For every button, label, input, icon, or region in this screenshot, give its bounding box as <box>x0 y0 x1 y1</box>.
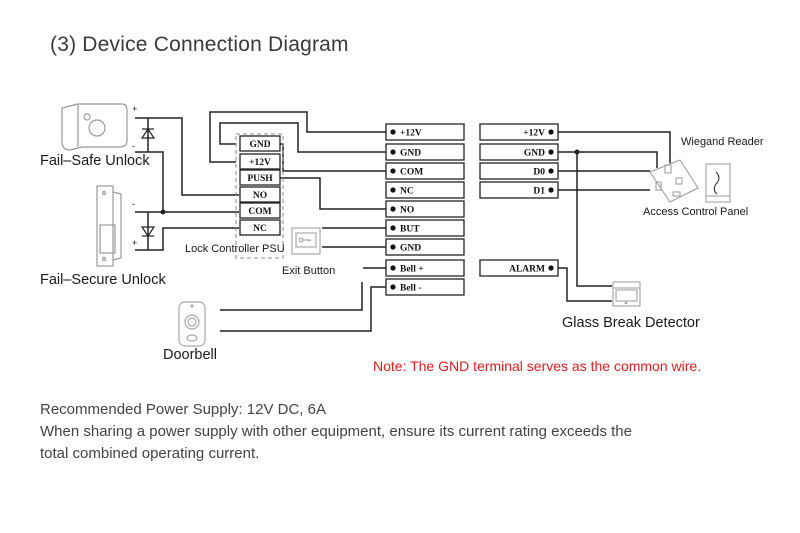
controller-terminal-gnd: GND <box>479 143 559 161</box>
junction-dot <box>160 209 166 215</box>
terminal-label: NO <box>253 191 267 201</box>
controller-terminal-com: COM <box>385 162 465 180</box>
wires <box>135 111 671 332</box>
terminal-label: NO <box>400 206 414 216</box>
polarity-plus: + <box>132 104 137 114</box>
terminal-label: GND <box>249 140 270 150</box>
controller-terminal-bell-plus: Bell + <box>385 259 465 277</box>
controller-terminal-plus12v: +12V <box>479 123 559 141</box>
controller-terminal-no: NO <box>385 200 465 218</box>
terminal-dot <box>548 149 554 155</box>
terminal-dot <box>548 187 554 193</box>
fail-secure-lock-icon <box>96 185 122 267</box>
doorbell-icon <box>178 301 206 347</box>
controller-terminal-plus12v: +12V <box>385 123 465 141</box>
power-sharing-info-cont: total combined operating current. <box>40 445 260 462</box>
terminal-dot <box>390 129 396 135</box>
controller-terminal-gnd: GND <box>385 238 465 256</box>
terminal-label: D0 <box>533 168 545 178</box>
controller-terminal-d0: D0 <box>479 162 559 180</box>
terminal-dot <box>390 149 396 155</box>
psu-terminal-gnd: GND <box>239 135 281 152</box>
terminal-dot <box>548 265 554 271</box>
terminal-label: D1 <box>533 187 545 197</box>
terminal-label: NC <box>400 187 414 197</box>
psu-terminal-no: NO <box>239 186 281 203</box>
controller-terminal-gnd: GND <box>385 143 465 161</box>
terminal-label: COM <box>248 207 271 217</box>
polarity-plus: + <box>132 238 137 248</box>
controller-left-terminal-block: +12V GND COM NC NO BUT GND Bell + Bell - <box>385 123 465 296</box>
exit-button-label: Exit Button <box>282 265 336 277</box>
terminal-dot <box>390 225 396 231</box>
fail-secure-lock-label: Fail–Secure Unlock <box>40 272 166 288</box>
terminal-label: GND <box>524 149 545 159</box>
terminal-dot <box>390 187 396 193</box>
controller-terminal-but: BUT <box>385 219 465 237</box>
terminal-label: NC <box>253 224 267 234</box>
polarity-minus: - <box>132 199 135 209</box>
controller-terminal-nc: NC <box>385 181 465 199</box>
terminal-label: +12V <box>523 129 545 139</box>
psu-terminal-push: PUSH <box>239 169 281 186</box>
terminal-dot <box>548 129 554 135</box>
terminal-dot <box>548 168 554 174</box>
polarity-minus: - <box>132 141 135 151</box>
lock-controller-psu-label: Lock Controller PSU <box>185 243 285 255</box>
terminal-dot <box>390 168 396 174</box>
terminal-label: Bell - <box>400 284 421 294</box>
terminal-label: ALARM <box>509 265 545 275</box>
junction-dot <box>574 149 580 155</box>
diode-icon <box>140 127 156 238</box>
controller-terminal-d1: D1 <box>479 181 559 199</box>
doorbell-label: Doorbell <box>163 347 217 363</box>
terminal-label: COM <box>400 168 423 178</box>
access-control-panel-label: Access Control Panel <box>643 206 749 218</box>
glass-break-detector-label: Glass Break Detector <box>562 315 700 331</box>
terminal-label: Bell + <box>400 265 424 275</box>
gnd-note: Note: The GND terminal serves as the com… <box>373 358 702 374</box>
power-sharing-info: When sharing a power supply with other e… <box>40 423 632 440</box>
controller-terminal-alarm: ALARM <box>479 259 559 277</box>
terminal-label: +12V <box>249 158 271 168</box>
terminal-label: PUSH <box>247 174 273 184</box>
terminal-label: GND <box>400 149 421 159</box>
psu-terminal-block: GND +12V PUSH NO COM NC <box>239 135 281 236</box>
terminal-label: +12V <box>400 129 422 139</box>
access-control-panel-icon <box>649 159 699 203</box>
psu-outline <box>235 133 284 259</box>
power-supply-info: Recommended Power Supply: 12V DC, 6A <box>40 401 326 418</box>
psu-terminal-nc: NC <box>239 219 281 236</box>
fail-safe-lock-icon <box>61 103 128 151</box>
terminal-dot <box>390 265 396 271</box>
glass-break-detector-icon <box>612 281 641 307</box>
terminal-dot <box>390 284 396 290</box>
page-title: (3) Device Connection Diagram <box>50 33 349 56</box>
terminal-dot <box>390 244 396 250</box>
terminal-label: BUT <box>400 225 420 235</box>
wiegand-reader-label: Wiegand Reader <box>681 136 764 148</box>
psu-terminal-com: COM <box>239 202 281 219</box>
exit-button-icon <box>291 227 321 255</box>
fail-safe-lock-label: Fail–Safe Unlock <box>40 153 150 169</box>
psu-terminal-plus12v: +12V <box>239 153 281 170</box>
wiegand-reader-icon <box>705 163 731 203</box>
terminal-dot <box>390 206 396 212</box>
controller-terminal-bell-minus: Bell - <box>385 278 465 296</box>
terminal-label: GND <box>400 244 421 254</box>
